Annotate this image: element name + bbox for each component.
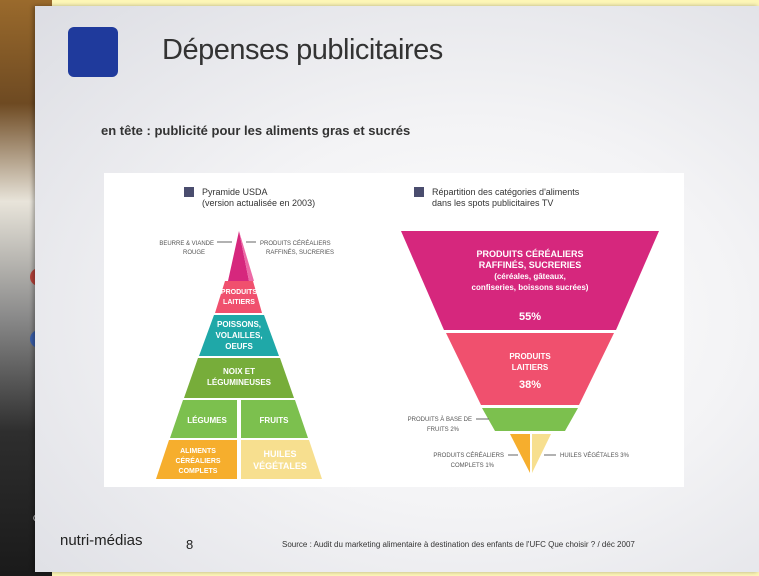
funnel-cereales-label-2: RAFFINÉS, SUCRERIES: [479, 260, 582, 270]
funnel-cereales-percent: 55%: [519, 311, 541, 323]
pyramid-tip-right: [239, 231, 254, 281]
pyramid-huiles-label-1: HUILES: [263, 449, 296, 459]
pyramid-top-left-label-1: BEURRE & VIANDE: [159, 241, 214, 247]
pyramid-aliments-label-3: COMPLETS: [179, 468, 218, 475]
slide-title: Dépenses publicitaires: [162, 34, 443, 66]
pyramid-legumes-label: LÉGUMES: [187, 416, 227, 425]
pyramid-tip-left: [228, 231, 249, 281]
pyramid-legend-subtitle: (version actualisée en 2003): [202, 198, 315, 208]
pyramid-noix-label-2: LÉGUMINEUSES: [207, 378, 272, 387]
funnel-laitiers-band: [446, 333, 614, 405]
funnel-fruits-label-2: FRUITS 2%: [427, 427, 460, 433]
funnel-cereales-label-3: (céréales, gâteaux,: [494, 272, 566, 281]
pyramid-laitiers-label-2: LAITIERS: [223, 299, 255, 306]
funnel-huiles-band: [532, 434, 551, 473]
pyramid-laitiers-band: [215, 281, 262, 313]
pyramid-top-right-label-1: PRODUITS CÉRÉALIERS: [260, 240, 331, 247]
pyramid-poissons-band: [199, 315, 279, 356]
funnel-huiles-label: HUILES VÉGÉTALES 3%: [560, 452, 630, 459]
pyramid-aliments-label-1: ALIMENTS: [180, 448, 216, 455]
funnel-complets-label-1: PRODUITS CÉRÉALIERS: [433, 452, 504, 459]
funnel-complets-band: [510, 434, 530, 473]
food-pyramid-figure: Pyramide USDA (version actualisée en 200…: [104, 173, 684, 487]
pyramid-legend-title: Pyramide USDA: [202, 187, 268, 197]
funnel-cereales-label-4: confiseries, boissons sucrées): [472, 283, 589, 292]
pyramid-fruits-band: [241, 400, 308, 438]
funnel-cereales-label-1: PRODUITS CÉRÉALIERS: [476, 249, 583, 259]
funnel-complets-label-2: COMPLETS 1%: [451, 463, 495, 469]
pyramid-legend-swatch: [184, 187, 194, 197]
footer-brand: nutri-médias: [60, 532, 143, 549]
pyramid-noix-label-1: NOIX ET: [223, 367, 255, 376]
funnel-legend-swatch: [414, 187, 424, 197]
funnel-laitiers-label-2: LAITIERS: [512, 363, 549, 372]
pyramid-legumes-band: [170, 400, 237, 438]
title-bullet-square: [68, 27, 118, 77]
pyramid-huiles-label-2: VÉGÉTALES: [253, 461, 307, 471]
pyramid-top-right-label-2: RAFFINÉS, SUCRERIES: [266, 249, 334, 256]
pyramid-huiles-band: [241, 440, 322, 479]
pyramid-laitiers-label-1: PRODUITS: [221, 289, 258, 296]
funnel-legend-title: Répartition des catégories d'aliments: [432, 187, 580, 197]
funnel-fruits-label-1: PRODUITS À BASE DE: [408, 416, 472, 423]
slide-subtitle: en tête : publicité pour les aliments gr…: [101, 123, 411, 138]
pyramid-fruits-label: FRUITS: [260, 416, 290, 425]
source-citation: Source : Audit du marketing alimentaire …: [282, 540, 635, 549]
pyramid-poissons-label-2: VOLAILLES,: [215, 331, 262, 340]
funnel-laitiers-label-1: PRODUITS: [509, 352, 551, 361]
pyramid-noix-band: [184, 358, 294, 398]
pyramid-aliments-band: [156, 440, 237, 479]
pyramid-poissons-label-1: POISSONS,: [217, 320, 261, 329]
funnel-legend-subtitle: dans les spots publicitaires TV: [432, 198, 553, 208]
page-number: 8: [186, 537, 194, 552]
funnel-laitiers-percent: 38%: [519, 379, 541, 391]
pyramid-poissons-label-3: OEUFS: [225, 342, 253, 351]
pyramid-top-left-label-2: ROUGE: [183, 250, 205, 256]
funnel-cereales-band: [401, 231, 659, 330]
funnel-fruits-band: [482, 408, 578, 431]
pyramid-aliments-label-2: CÉRÉALIERS: [175, 456, 220, 465]
